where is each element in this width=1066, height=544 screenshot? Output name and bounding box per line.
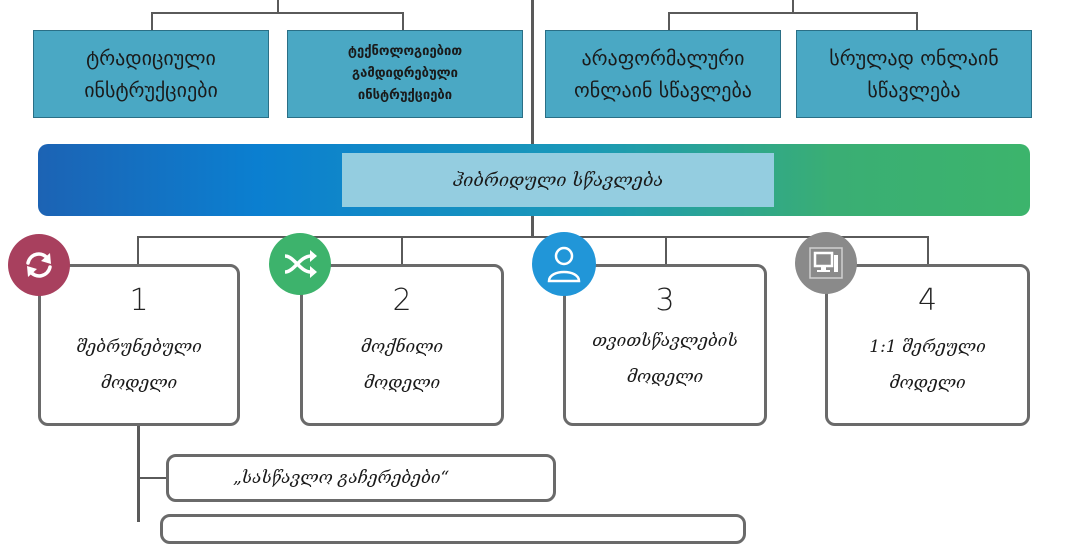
user-icon (532, 232, 596, 296)
connector-sub-1 (137, 477, 167, 479)
connector-model-4-drop (927, 236, 929, 266)
model-number: 4 (917, 283, 938, 318)
top-box-informal-online: არაფორმალური ონლაინ სწავლება (545, 30, 781, 118)
top-box-label: ტრადიციული ინსტრუქციები (84, 46, 218, 102)
connector-top-right-drop-2 (916, 12, 918, 30)
connector-top-right (668, 12, 918, 14)
top-box-label: არაფორმალური ონლაინ სწავლება (574, 46, 752, 102)
connector-top-right-drop-1 (668, 12, 670, 30)
shuffle-icon (269, 233, 331, 295)
model-card-4: 4 1:1 შერეული მოდელი (825, 264, 1030, 426)
sub-item-box (160, 514, 746, 544)
model-card-2: 2 მოქნილი მოდელი (300, 264, 504, 426)
sub-item-label: „სასწავლო გაჩერებები“ (233, 468, 450, 488)
top-box-traditional: ტრადიციული ინსტრუქციები (33, 30, 269, 118)
connector-top-left-drop-1 (151, 12, 153, 30)
connector-models (137, 236, 929, 238)
connector-sub-vertical (137, 424, 140, 522)
top-box-label: სრულად ონლაინ სწავლება (829, 46, 999, 102)
model-card-3: 3 თვითსწავლების მოდელი (563, 264, 767, 426)
connector-model-3-drop (665, 236, 667, 266)
computer-icon (795, 232, 857, 294)
top-box-label: ტექნოლოგიებით გამდიდრებული ინსტრუქციები (347, 44, 463, 103)
refresh-icon (8, 234, 70, 296)
hybrid-learning-label-box: ჰიბრიდული სწავლება (342, 153, 774, 207)
top-box-tech-enriched: ტექნოლოგიებით გამდიდრებული ინსტრუქციები (287, 30, 523, 118)
model-number: 1 (129, 283, 149, 318)
connector-top-left-drop-2 (402, 12, 404, 30)
sub-item-learning-stops: „სასწავლო გაჩერებები“ (166, 454, 556, 502)
model-label: შებრუნებული მოდელი (76, 337, 202, 393)
hybrid-learning-label: ჰიბრიდული სწავლება (452, 169, 664, 191)
connector-model-1-drop (137, 236, 139, 266)
model-label: 1:1 შერეული მოდელი (869, 337, 986, 393)
connector-top-left-stem (277, 0, 279, 13)
model-number: 3 (655, 283, 675, 318)
connector-top-right-stem (792, 0, 794, 13)
model-number: 2 (392, 283, 412, 318)
connector-top-left (151, 12, 404, 14)
model-card-1: 1 შებრუნებული მოდელი (38, 264, 240, 426)
model-label: თვითსწავლების მოდელი (592, 331, 738, 387)
center-vertical-line (531, 0, 534, 236)
top-box-fully-online: სრულად ონლაინ სწავლება (796, 30, 1032, 118)
model-label: მოქნილი მოდელი (360, 337, 444, 393)
connector-model-2-drop (401, 236, 403, 266)
